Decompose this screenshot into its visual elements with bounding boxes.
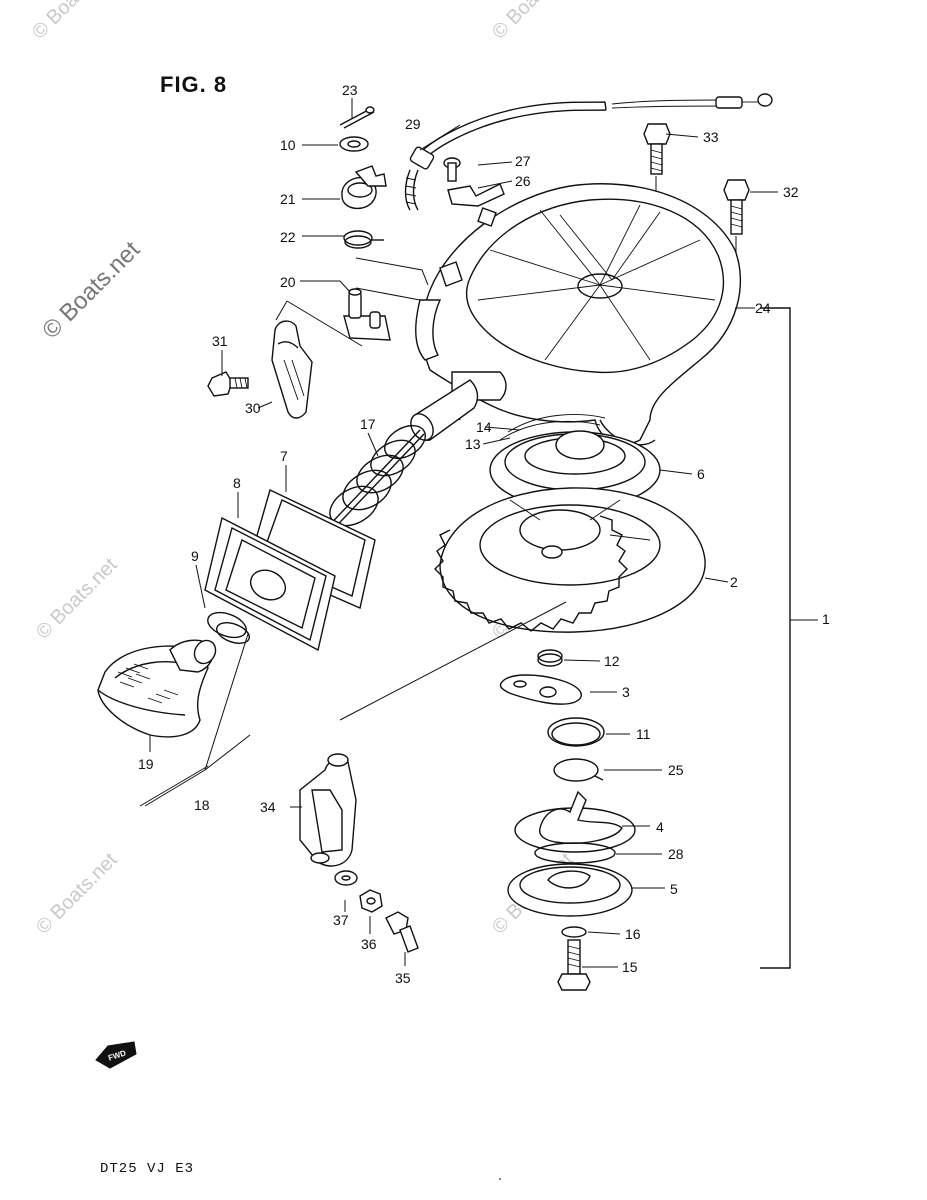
callout-36: 36	[361, 936, 377, 952]
watermark-left-mid: © Boats.net	[32, 554, 122, 644]
callout-4: 4	[656, 819, 664, 835]
part-washer-16	[561, 926, 587, 938]
part-washer-37	[334, 870, 358, 886]
callout-8: 8	[233, 475, 241, 491]
part-circlip-25	[553, 758, 604, 782]
callout-35: 35	[395, 970, 411, 986]
part-bracket-34	[299, 753, 357, 867]
figure-title: FIG. 8	[160, 72, 227, 97]
callout-labels: 1 2 3 4 5 6 7 8 9 10 11 12 13 14 15 16 1…	[138, 82, 830, 986]
callout-29: 29	[405, 116, 421, 132]
part-rope-guide-8	[204, 516, 336, 652]
part-ring-9	[207, 611, 250, 644]
callout-5: 5	[670, 881, 678, 897]
part-bolt-35	[385, 911, 419, 953]
part-starter-cable	[404, 93, 773, 211]
callout-10: 10	[280, 137, 296, 153]
callout-22: 22	[280, 229, 296, 245]
callout-19: 19	[138, 756, 154, 772]
callout-14: 14	[476, 419, 492, 435]
callout-27: 27	[515, 153, 531, 169]
part-plate-4	[514, 790, 636, 853]
part-nut-36	[359, 889, 383, 913]
part-spring-28	[534, 842, 616, 864]
callout-21: 21	[280, 191, 296, 207]
part-cap-10	[339, 136, 369, 152]
callout-23: 23	[342, 82, 358, 98]
callout-2: 2	[730, 574, 738, 590]
part-handle-19	[97, 639, 217, 738]
callout-11: 11	[636, 726, 651, 742]
part-spring-clip-12	[537, 649, 563, 667]
callout-16: 16	[625, 926, 641, 942]
callout-26: 26	[515, 173, 531, 189]
callout-12: 12	[604, 653, 620, 669]
watermark-top-mid: © Boats.net	[488, 0, 578, 44]
part-rope-guide	[410, 371, 507, 441]
model-code: DT25 VJ E3	[100, 1161, 194, 1177]
callout-1: 1	[822, 611, 830, 627]
part-ring-22	[343, 230, 384, 249]
callout-34: 34	[260, 799, 276, 815]
callout-31: 31	[212, 333, 228, 349]
callout-25: 25	[668, 762, 684, 778]
part-drum-2	[434, 487, 706, 633]
part-bolt-15	[557, 939, 591, 991]
callout-33: 33	[703, 129, 719, 145]
callout-18: 18	[194, 797, 210, 813]
part-spring-21	[341, 165, 387, 210]
watermark-top-left: © Boats.net	[28, 0, 118, 44]
part-ratchet-3	[499, 674, 582, 705]
assembly-bracket-1	[760, 307, 791, 969]
part-clip-26	[447, 183, 505, 207]
fwd-arrow-icon: FWD	[95, 1041, 137, 1069]
part-plate-5	[507, 863, 633, 917]
watermark-left-low: © Boats.net	[32, 849, 122, 939]
part-screw-27	[443, 157, 461, 182]
part-bolt-31	[207, 371, 249, 397]
callout-17: 17	[360, 416, 376, 432]
callout-15: 15	[622, 959, 638, 975]
part-bracket-30	[271, 320, 313, 419]
callout-9: 9	[191, 548, 199, 564]
callout-24: 24	[755, 300, 771, 316]
callout-3: 3	[622, 684, 630, 700]
callout-13: 13	[465, 436, 481, 452]
part-ring-11	[547, 717, 605, 747]
callout-32: 32	[783, 184, 799, 200]
callout-20: 20	[280, 274, 296, 290]
leader-lines	[139, 98, 818, 968]
callout-28: 28	[668, 846, 684, 862]
callout-6: 6	[697, 466, 705, 482]
part-stopper-20	[343, 288, 391, 341]
part-washer-23	[339, 106, 375, 129]
callout-7: 7	[280, 448, 288, 464]
part-bolt-33	[643, 123, 671, 175]
callout-30: 30	[245, 400, 261, 416]
callout-37: 37	[333, 912, 349, 928]
watermark-side-left: © Boats.net	[37, 236, 145, 344]
part-bolt-32	[723, 179, 750, 235]
